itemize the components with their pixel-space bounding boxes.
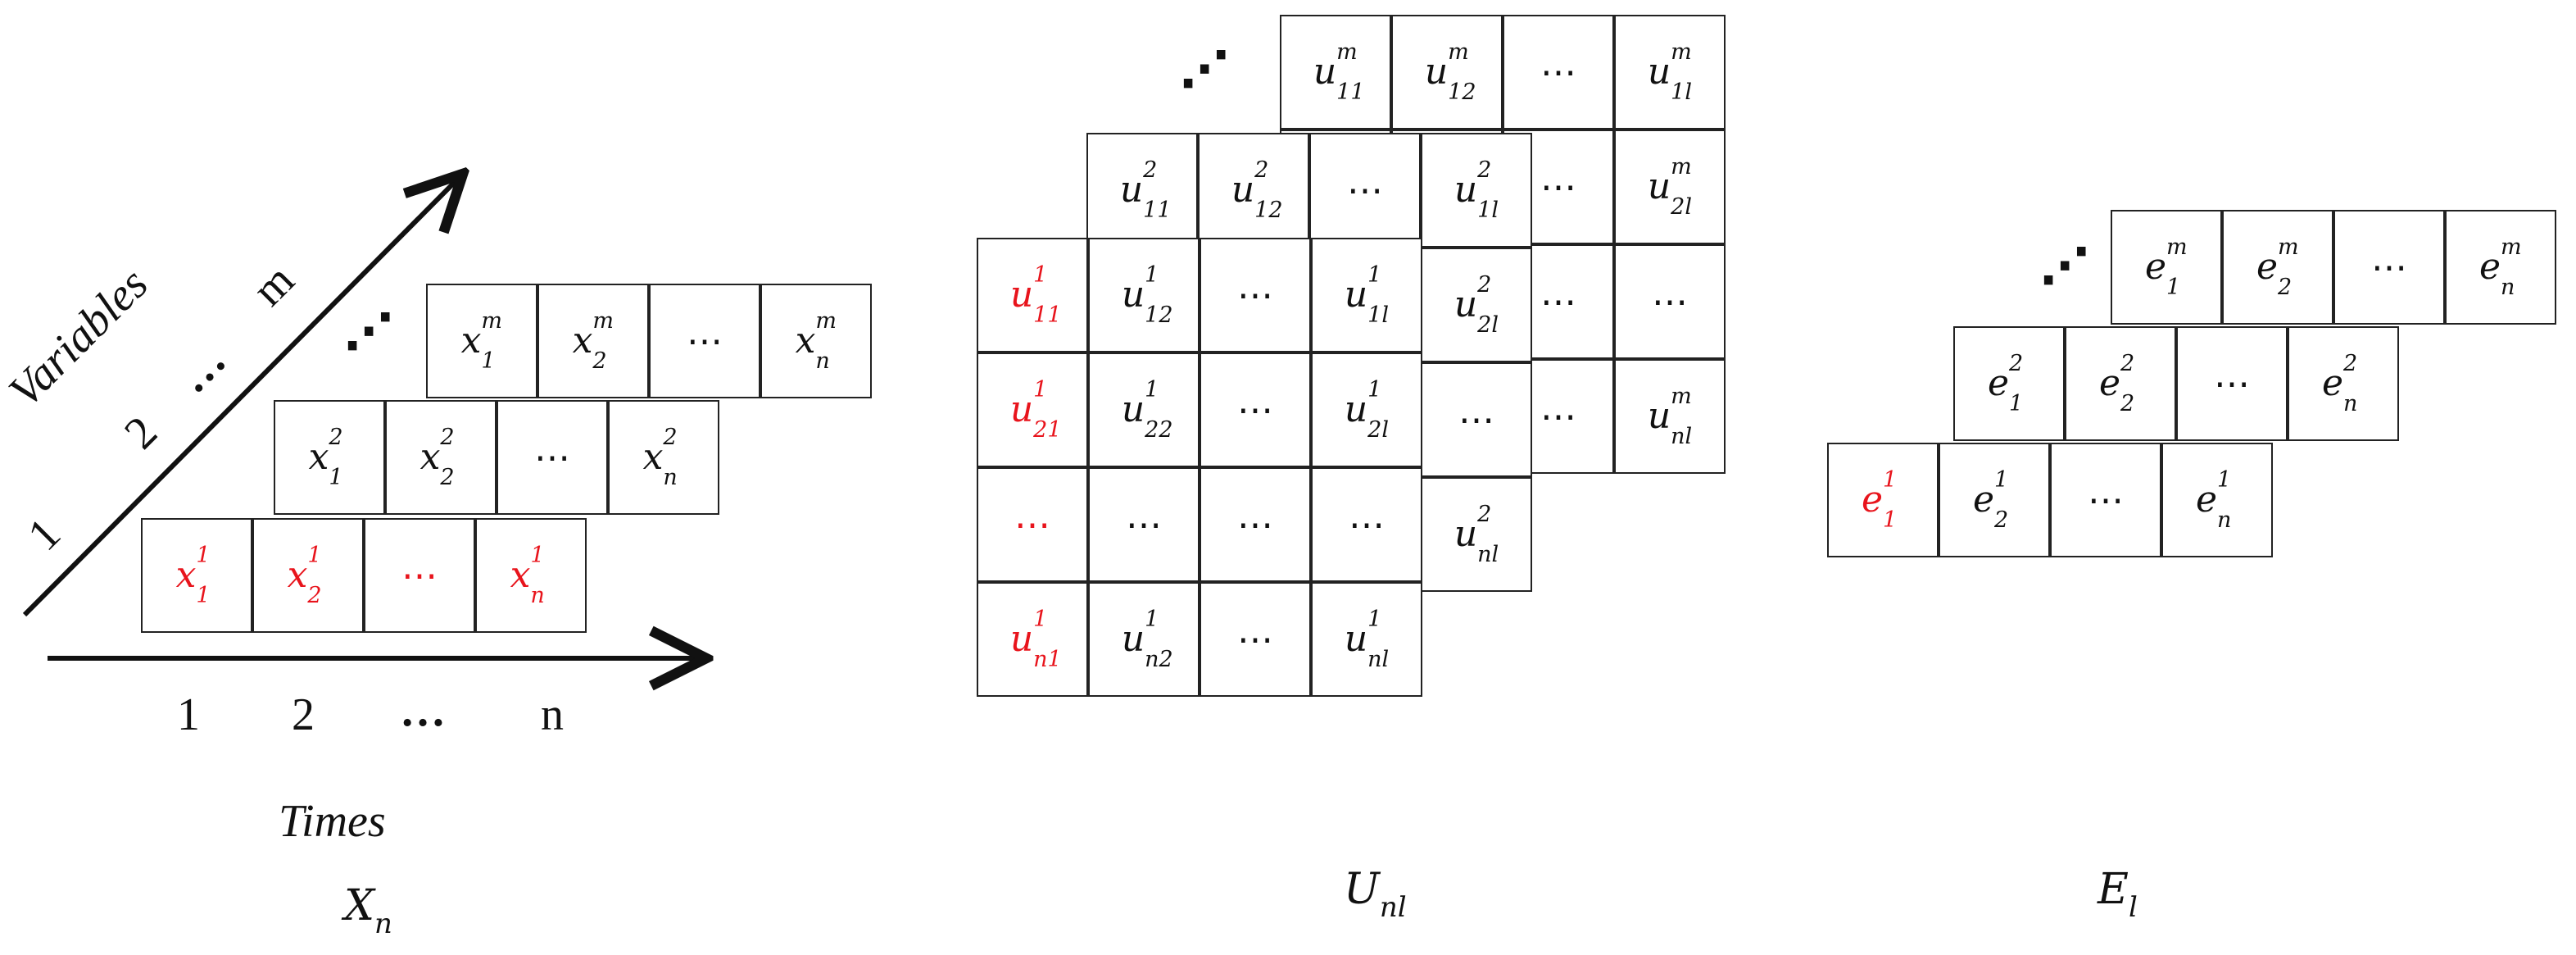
matrix-cell: ⋯ (2333, 210, 2445, 325)
matrix-cell: ⋯ (1503, 15, 1614, 130)
matrix-cell: ⋯ (1311, 467, 1422, 582)
matrix-cell: ⋯ (1614, 244, 1726, 359)
x-tick-ellipsis: … (400, 685, 446, 736)
variables-axis-arrow (22, 174, 463, 617)
matrix-cell: ⋯ (1200, 352, 1311, 467)
x-tick-n: n (541, 689, 564, 740)
x-tick-2: 2 (292, 689, 315, 740)
matrix-cell: ⋯ (649, 284, 760, 398)
e-layer-dots: ⋰ (2040, 238, 2089, 295)
matrix-cell: ⋯ (1200, 467, 1311, 582)
matrix-cell: ⋯ (1200, 238, 1311, 352)
u-caption: Unl (1344, 865, 1407, 924)
matrix-cell: ⋯ (1309, 133, 1421, 248)
variables-axis-title: Variables (0, 258, 158, 417)
matrix-cell: ⋯ (364, 518, 475, 633)
matrix-cell: ⋯ (1421, 362, 1532, 477)
u-layer-dots: ⋰ (1180, 41, 1229, 98)
matrix-cell: ⋯ (977, 467, 1088, 582)
times-axis-title: Times (279, 796, 386, 847)
e-caption: El (2098, 865, 2138, 924)
y-tick-2: 2 (115, 407, 167, 459)
y-tick-1: 1 (18, 508, 70, 561)
x-layer-dots: ⋰ (344, 303, 393, 361)
matrix-cell: ⋯ (1200, 582, 1311, 697)
x-tick-1: 1 (177, 689, 200, 740)
matrix-cell: ⋯ (2176, 326, 2288, 441)
matrix-cell: ⋯ (497, 400, 608, 515)
x-caption: Xn (344, 881, 392, 940)
matrix-cell: ⋯ (1088, 467, 1200, 582)
matrix-cell: ⋯ (2050, 443, 2161, 557)
y-tick-m: m (243, 254, 305, 316)
y-tick-ellipsis: … (167, 334, 236, 403)
